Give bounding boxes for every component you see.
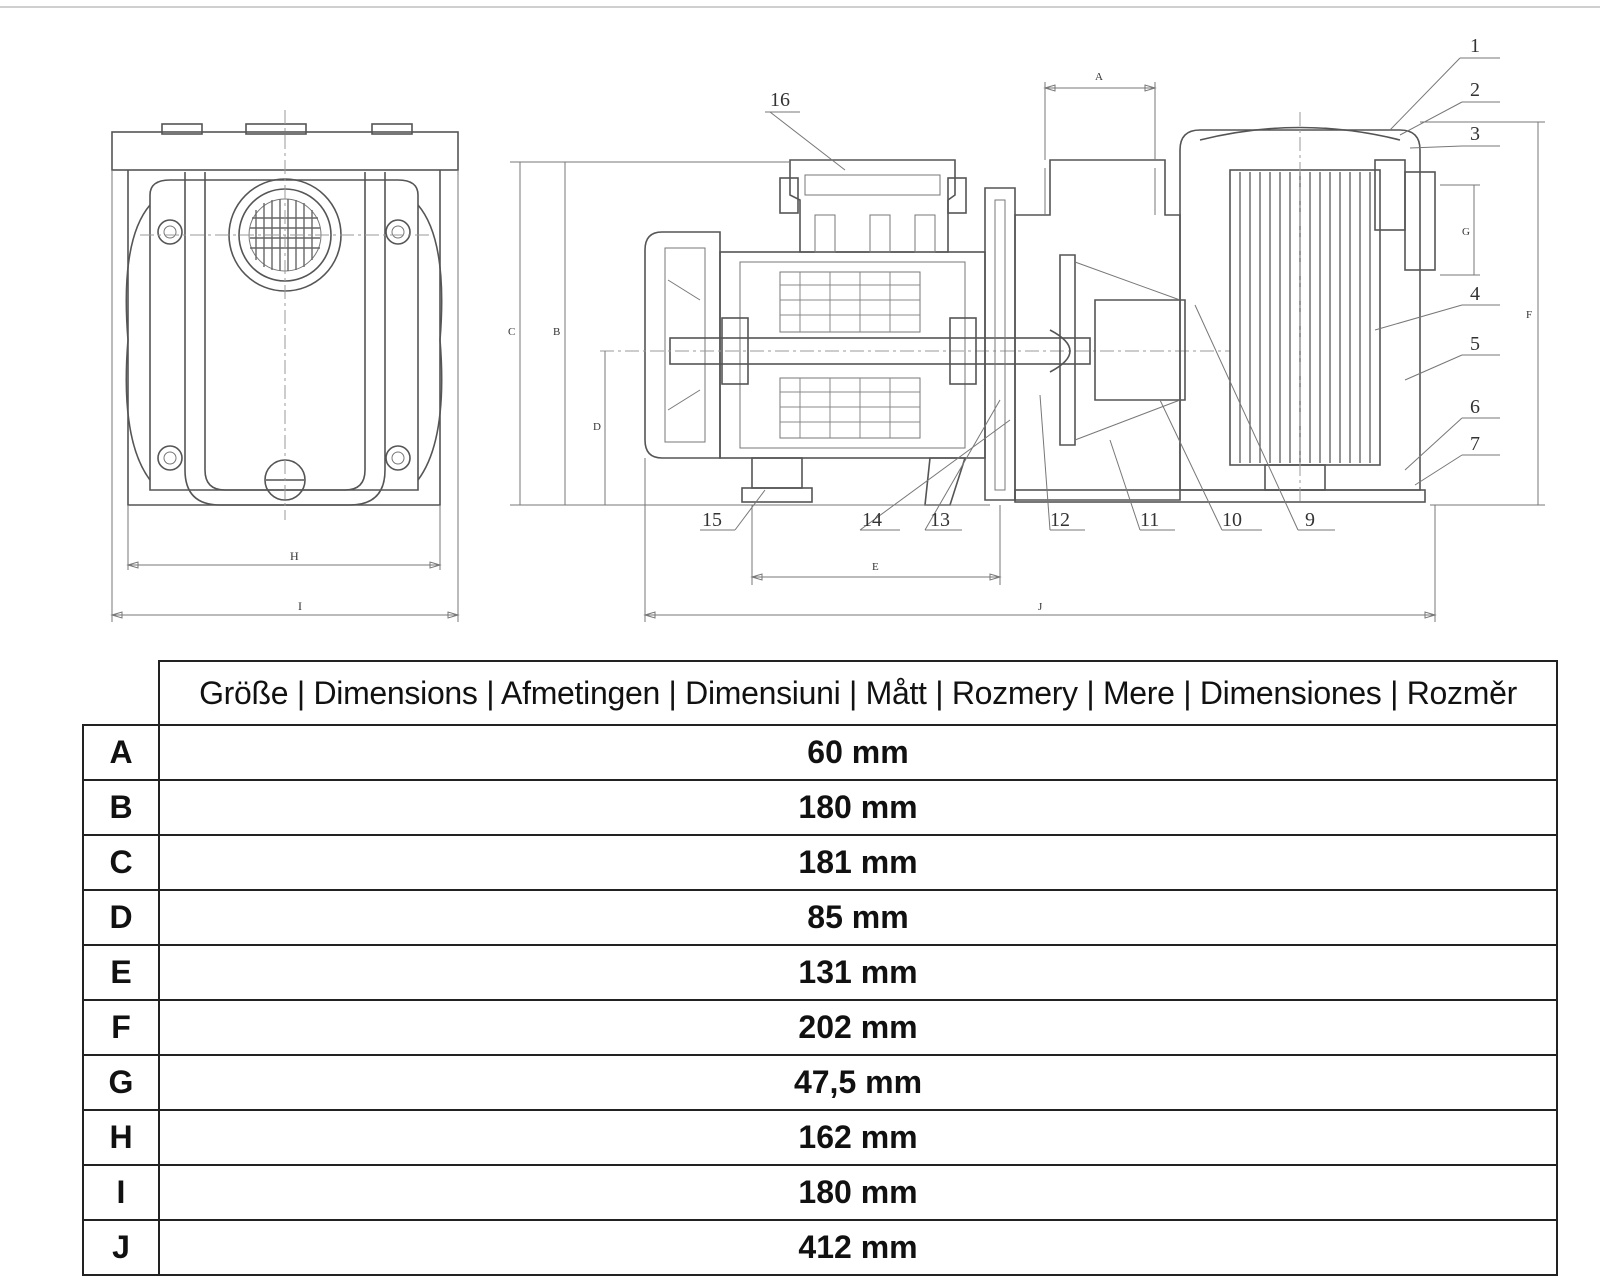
table-corner [83,661,160,726]
row-letter: A [82,724,160,781]
dim-label-i: I [298,599,302,613]
part-13: 13 [930,509,950,531]
part-7: 7 [1470,433,1480,455]
stator-winding [779,271,921,439]
part-10: 10 [1222,509,1242,531]
dim-label-g: G [1462,226,1470,238]
row-letter: F [82,999,160,1056]
part-callouts: 1 2 3 4 5 6 7 9 10 11 12 13 14 [700,35,1500,531]
dim-label-e: E [872,561,879,573]
part-2: 2 [1470,79,1480,101]
front-view: H I [110,110,460,622]
dim-label-c: C [508,326,515,338]
dimensions-table: Größe | Dimensions | Afmetingen | Dimens… [82,660,1558,1276]
row-letter: G [82,1054,160,1111]
row-value: 180 mm [158,779,1558,836]
dim-label-j: J [1038,601,1043,613]
dim-label-h: H [290,549,299,563]
row-value: 181 mm [158,834,1558,891]
row-value: 202 mm [158,999,1558,1056]
dim-label-a: A [1095,71,1103,83]
row-letter: H [82,1109,160,1166]
part-5: 5 [1470,333,1480,355]
strainer-basket [1229,169,1381,491]
row-value: 85 mm [158,889,1558,946]
row-value: 131 mm [158,944,1558,1001]
part-6: 6 [1470,396,1480,418]
part-1: 1 [1470,35,1480,57]
dim-label-f: F [1526,309,1532,321]
row-value: 180 mm [158,1164,1558,1221]
dim-label-d: D [593,421,601,433]
table-header-row: Größe | Dimensions | Afmetingen | Dimens… [83,660,1558,726]
table-header: Größe | Dimensions | Afmetingen | Dimens… [158,660,1558,726]
part-4: 4 [1470,283,1480,305]
row-value: 162 mm [158,1109,1558,1166]
row-letter: I [82,1164,160,1221]
part-15: 15 [702,509,722,531]
part-16: 16 [770,89,790,111]
part-3: 3 [1470,123,1480,145]
side-section-view: A C B D G F E J 1 [508,35,1545,622]
part-11: 11 [1140,509,1159,531]
row-value: 60 mm [158,724,1558,781]
dim-label-b: B [553,326,560,338]
row-letter: D [82,889,160,946]
row-value: 47,5 mm [158,1054,1558,1111]
top-border-line [0,6,1600,8]
row-letter: C [82,834,160,891]
row-letter: E [82,944,160,1001]
part-9: 9 [1305,509,1315,531]
row-letter: B [82,779,160,836]
row-value: 412 mm [158,1219,1558,1276]
part-14: 14 [862,509,882,531]
part-12: 12 [1050,509,1070,531]
pump-technical-drawing: H I [110,35,1545,622]
row-letter: J [82,1219,160,1276]
